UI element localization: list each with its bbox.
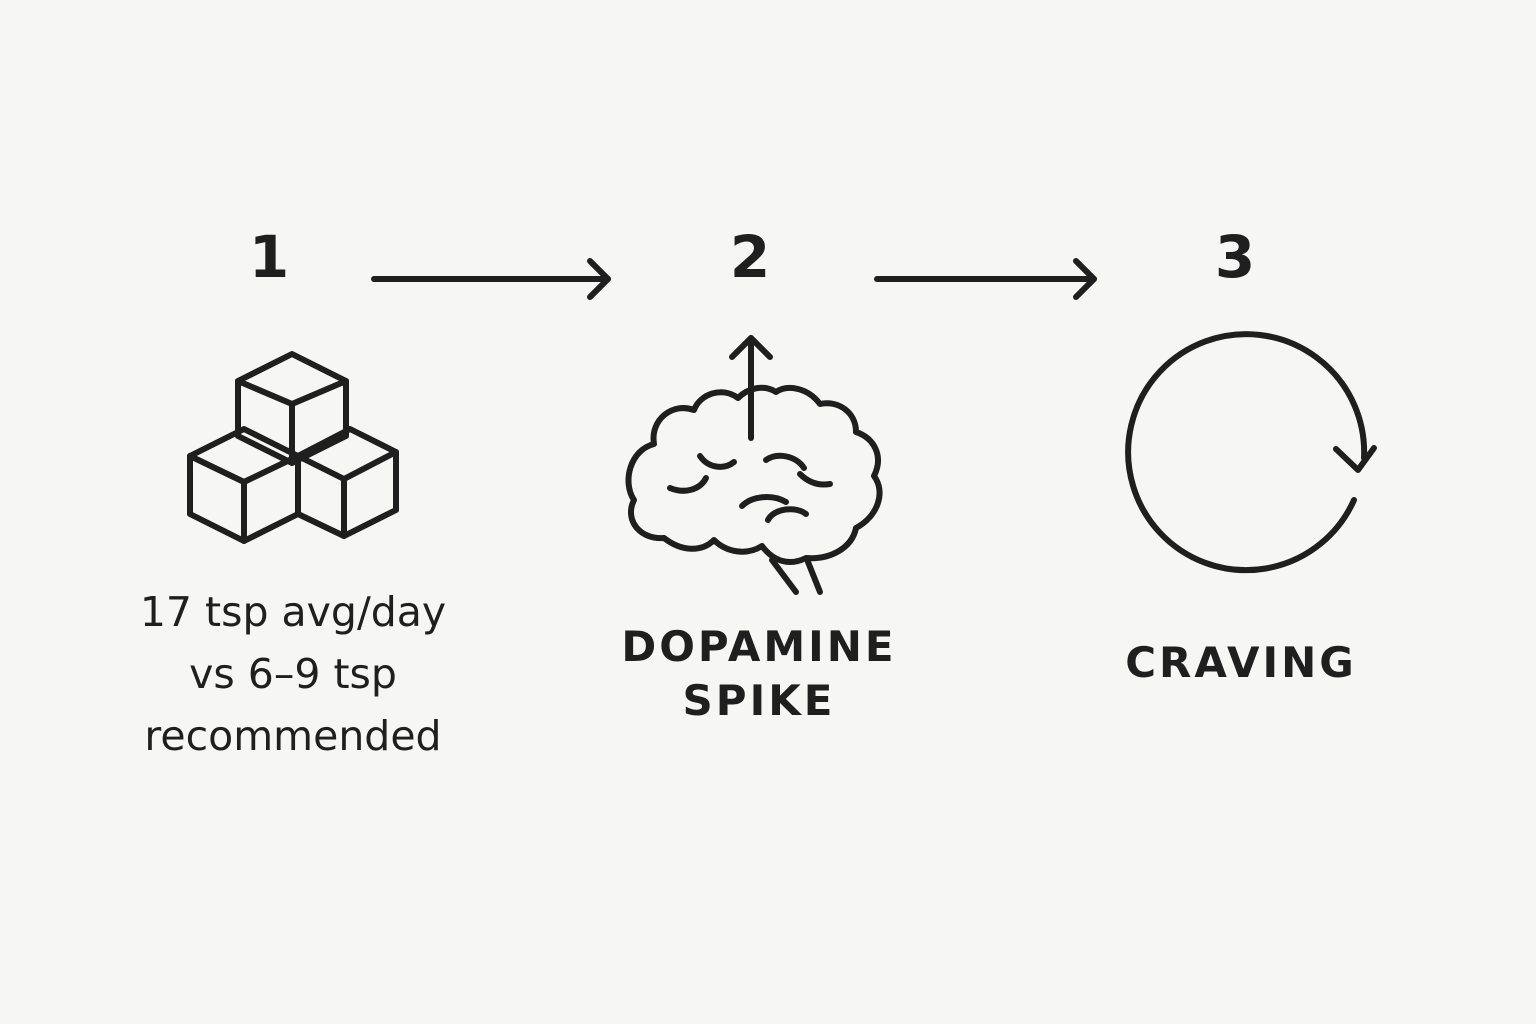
step-1-caption-line: vs 6–9 tsp (189, 650, 397, 698)
step-number-1: 1 (248, 223, 290, 291)
cycle-arrow-icon (1125, 331, 1377, 574)
step-1-caption-line: 17 tsp avg/day (139, 588, 447, 636)
step-number-3: 3 (1214, 223, 1256, 291)
step-1-caption-line: recommended (144, 712, 442, 760)
step-1-caption: 17 tsp avg/day vs 6–9 tsp recommended (83, 581, 503, 767)
step-2-caption-line: SPIKE (682, 676, 836, 725)
step-2-caption: DOPAMINE SPIKE (549, 620, 969, 728)
arrow-right-icon (874, 258, 1097, 300)
sugar-cubes-icon (187, 351, 399, 544)
arrow-right-icon (371, 258, 611, 300)
step-3-caption-line: CRAVING (1125, 638, 1357, 687)
step-number-2: 2 (729, 223, 771, 291)
step-2-caption-line: DOPAMINE (621, 622, 897, 671)
brain-with-up-arrow-icon (625, 335, 883, 595)
step-3-caption: CRAVING (1031, 636, 1451, 690)
